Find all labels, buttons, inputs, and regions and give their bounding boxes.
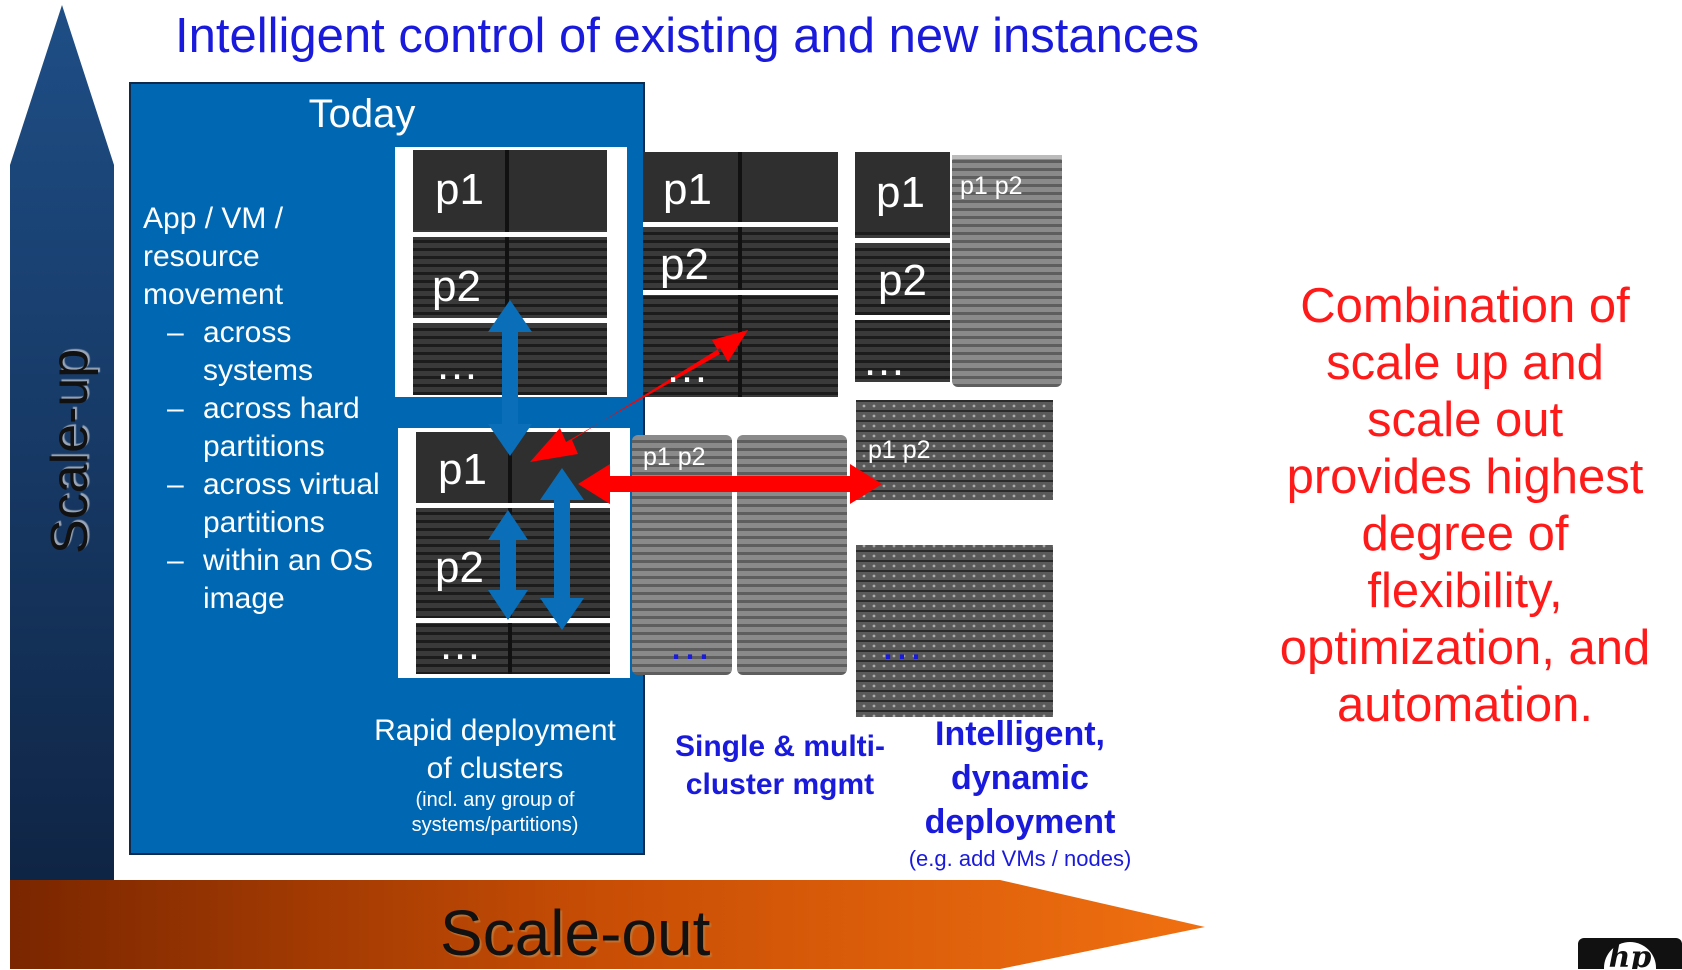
intelligent-deployment-note: (e.g. add VMs / nodes) [908, 846, 1132, 871]
ellipsis-label: … [438, 620, 482, 669]
scale-out-arrow [10, 880, 1205, 969]
combination-text: Combination of scale up and scale out pr… [1279, 279, 1651, 732]
partition-label: p2 [435, 543, 484, 592]
partition-label: p1 [663, 165, 712, 214]
partition-label: p1 [876, 168, 925, 217]
cluster-server [952, 155, 1062, 387]
partition-pair-label: p1 p2 [960, 172, 1023, 200]
ellipsis-label: … [435, 340, 479, 389]
partition-label: p2 [432, 262, 481, 311]
scale-up-arrow [10, 5, 114, 895]
scale-up-label: Scale-up [41, 348, 99, 554]
partition-pair-label: p1 p2 [643, 443, 706, 471]
partition-label: p2 [660, 240, 709, 289]
rack-server [856, 400, 1053, 500]
svg-text:hp: hp [1609, 940, 1652, 969]
bullet-item: –within an OS [167, 544, 374, 577]
blue-arrows [488, 300, 584, 630]
partition-label: p1 [438, 445, 487, 494]
rapid-deployment-text: Rapid deployment of clusters [374, 714, 616, 785]
bullet-item-cont: image [203, 582, 285, 615]
cluster-server [632, 435, 732, 675]
ellipsis-label: … [880, 620, 924, 669]
bullet-item: –across [167, 316, 292, 349]
partition-pair-label: p1 p2 [868, 436, 931, 464]
partition-label: p2 [878, 256, 927, 305]
rack-server [856, 545, 1053, 717]
red-arrows [530, 330, 882, 504]
bullet-item: –across hard [167, 392, 360, 425]
today-label: Today [308, 92, 416, 136]
bullet-item-cont: systems [203, 354, 314, 387]
intelligent-deployment-label: Intelligent, dynamic deployment [924, 715, 1116, 841]
scale-out-label: Scale-out [440, 897, 711, 969]
ellipsis-label: … [862, 336, 906, 385]
partition-label: p1 [435, 165, 484, 214]
bullet-item: –across virtual [167, 468, 380, 501]
app-line: App / VM / [143, 202, 284, 235]
app-movement-text: App / VM / resource movement –across sys… [143, 200, 403, 618]
app-line: resource [143, 240, 260, 273]
bullet-item-cont: partitions [203, 506, 325, 539]
cluster-mgmt-label: Single & multi- cluster mgmt [675, 730, 885, 801]
slide-title: Intelligent control of existing and new … [175, 9, 1200, 63]
app-line: movement [143, 278, 284, 311]
ellipsis-label: … [665, 343, 709, 392]
rapid-deployment-note: (incl. any group of systems/partitions) [411, 789, 579, 836]
ellipsis-label: … [668, 620, 712, 669]
cluster-server [737, 435, 847, 675]
bullet-item-cont: partitions [203, 430, 325, 463]
hp-logo-icon: hp [1578, 938, 1682, 969]
